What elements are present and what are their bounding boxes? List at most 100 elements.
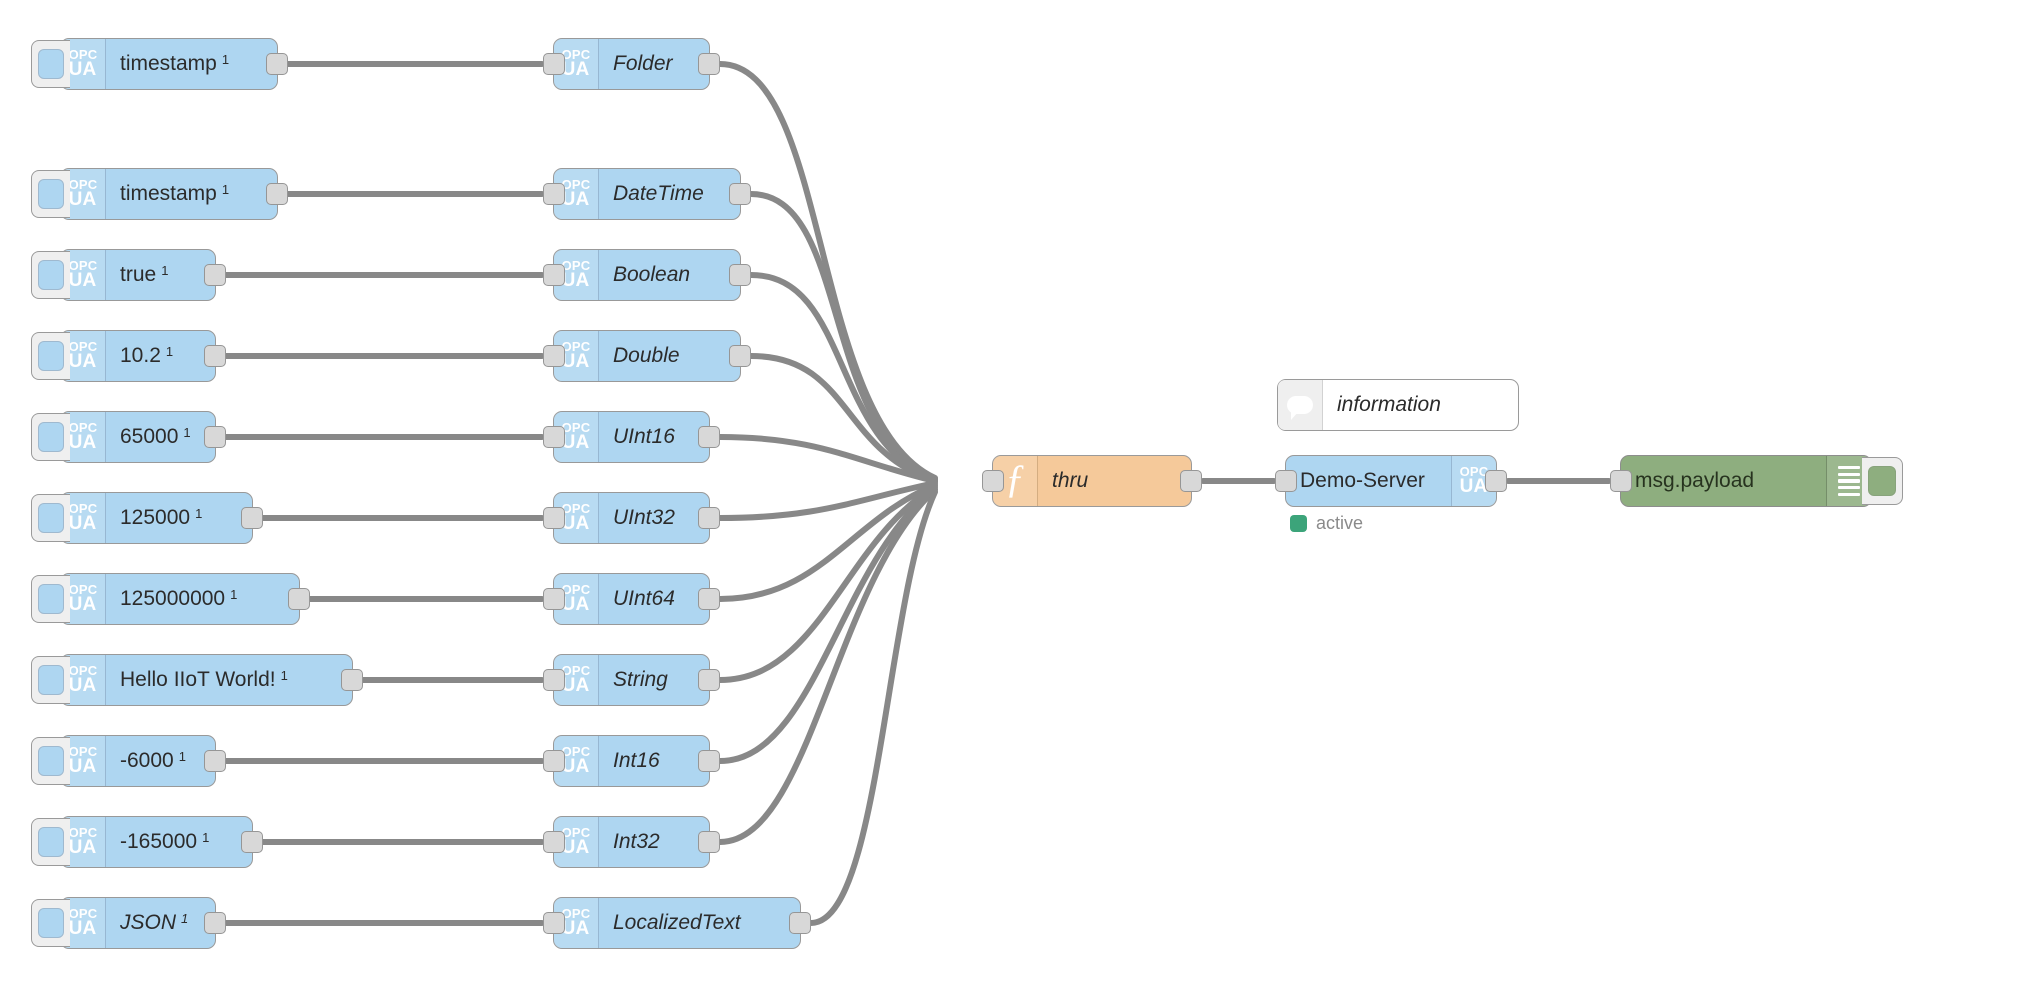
output-port[interactable] xyxy=(204,912,226,934)
output-port[interactable] xyxy=(204,345,226,367)
node-label-text: DateTime xyxy=(613,182,704,205)
output-port[interactable] xyxy=(288,588,310,610)
server-status-badge: active xyxy=(1290,513,1363,534)
node-label-superscript: 1 xyxy=(165,343,174,359)
input-port[interactable] xyxy=(982,470,1004,492)
output-port[interactable] xyxy=(698,669,720,691)
output-port[interactable] xyxy=(341,669,363,691)
output-port[interactable] xyxy=(729,183,751,205)
output-port[interactable] xyxy=(204,426,226,448)
output-port[interactable] xyxy=(266,183,288,205)
output-port[interactable] xyxy=(1180,470,1202,492)
output-port[interactable] xyxy=(1485,470,1507,492)
input-port[interactable] xyxy=(543,669,565,691)
inject-trigger-button[interactable] xyxy=(31,818,70,866)
node-label-text: -165000 xyxy=(120,830,198,853)
input-port[interactable] xyxy=(543,912,565,934)
output-port[interactable] xyxy=(204,750,226,772)
output-port[interactable] xyxy=(241,831,263,853)
input-port[interactable] xyxy=(543,345,565,367)
node-label-text: Double xyxy=(613,344,680,367)
output-port[interactable] xyxy=(266,53,288,75)
output-port[interactable] xyxy=(698,750,720,772)
input-port[interactable] xyxy=(1610,470,1632,492)
debug-toggle-button[interactable] xyxy=(1862,457,1903,505)
inject-trigger-button[interactable] xyxy=(31,575,70,623)
node-label-superscript: 1 xyxy=(195,505,203,521)
output-port[interactable] xyxy=(698,588,720,610)
node-label-text: JSON xyxy=(120,911,177,934)
inject-trigger-knob xyxy=(38,908,64,938)
output-port[interactable] xyxy=(204,264,226,286)
output-port[interactable] xyxy=(698,831,720,853)
input-port[interactable] xyxy=(543,183,565,205)
output-port[interactable] xyxy=(241,507,263,529)
output-port[interactable] xyxy=(698,507,720,529)
input-port[interactable] xyxy=(543,426,565,448)
inject-trigger-button[interactable] xyxy=(31,170,70,218)
output-port[interactable] xyxy=(789,912,811,934)
inject-trigger-button[interactable] xyxy=(31,332,70,380)
node-label-text: UInt16 xyxy=(613,425,675,448)
wire-type-9-to-function-node xyxy=(717,487,938,845)
inject-trigger-button[interactable] xyxy=(31,494,70,542)
output-port[interactable] xyxy=(729,264,751,286)
comment-node-information[interactable]: information xyxy=(1277,379,1519,431)
inject-trigger-button[interactable] xyxy=(31,40,70,88)
inject-trigger-button[interactable] xyxy=(31,251,70,299)
wire-type-4-to-function-node xyxy=(717,434,938,484)
inject-trigger-button[interactable] xyxy=(31,737,70,785)
inject-trigger-button[interactable] xyxy=(31,413,70,461)
output-port[interactable] xyxy=(698,426,720,448)
node-label-superscript: 1 xyxy=(280,667,288,683)
debug-node-msg-payload[interactable]: msg.payload xyxy=(1610,455,1903,507)
node-label-superscript: 1 xyxy=(230,586,238,602)
input-port[interactable] xyxy=(543,831,565,853)
node-label: DateTime xyxy=(599,169,740,219)
status-dot xyxy=(1290,515,1307,532)
inject-trigger-button[interactable] xyxy=(31,899,70,947)
inject-trigger-knob xyxy=(38,179,64,209)
input-port[interactable] xyxy=(543,507,565,529)
output-port[interactable] xyxy=(698,53,720,75)
wire-type-0-to-function-node xyxy=(717,61,938,481)
input-port[interactable] xyxy=(543,588,565,610)
input-port[interactable] xyxy=(543,264,565,286)
output-port[interactable] xyxy=(729,345,751,367)
inject-trigger-button[interactable] xyxy=(31,656,70,704)
node-label: Demo-Server xyxy=(1286,456,1451,506)
input-port[interactable] xyxy=(543,53,565,75)
input-port[interactable] xyxy=(1275,470,1297,492)
input-port[interactable] xyxy=(543,750,565,772)
